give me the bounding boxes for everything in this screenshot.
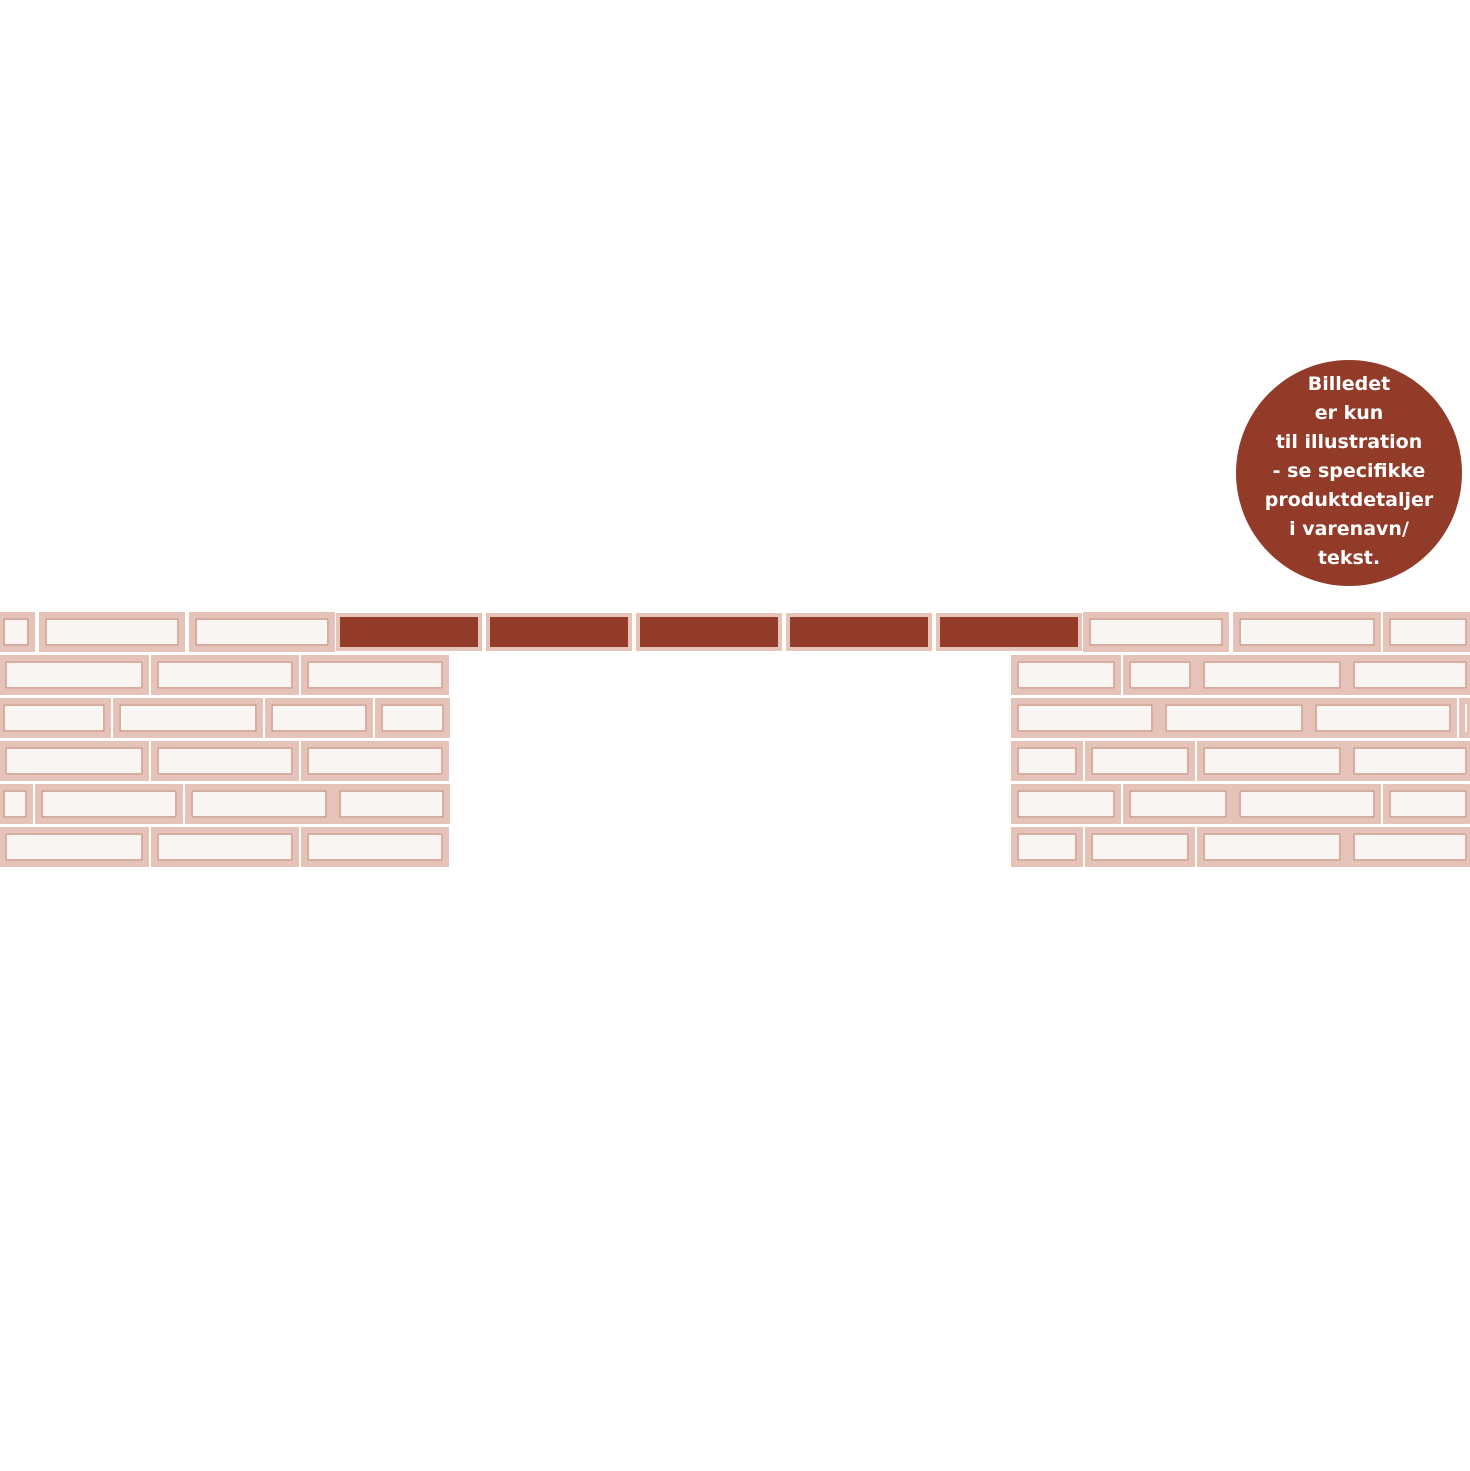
brick [0, 655, 149, 695]
brick [1011, 698, 1159, 738]
top-course-right [1083, 612, 1470, 652]
brick [301, 655, 449, 695]
brick [151, 655, 299, 695]
top-course-left [0, 612, 335, 652]
brick [1347, 827, 1470, 867]
brick [1123, 655, 1197, 695]
brick [1011, 784, 1121, 824]
brick [113, 698, 263, 738]
brick [189, 612, 335, 652]
notice-line: produktdetaljer [1264, 488, 1434, 511]
lintel-brick [336, 613, 482, 651]
brick [1197, 827, 1347, 867]
lintel-brick [636, 613, 782, 651]
brick [1383, 612, 1470, 652]
brick [1347, 655, 1470, 695]
brick [0, 612, 35, 652]
brick [1459, 698, 1470, 738]
brick [0, 827, 149, 867]
brick [39, 612, 185, 652]
brick [301, 827, 449, 867]
brick [1123, 784, 1233, 824]
notice-line: til illustration [1275, 430, 1423, 453]
brick [1383, 784, 1470, 824]
brick [151, 827, 299, 867]
brick [1197, 741, 1347, 781]
brick [1197, 655, 1347, 695]
illustration-notice-badge: Billedet er kun til illustration - se sp… [1236, 360, 1462, 586]
lintel-brick [786, 613, 932, 651]
brick [0, 698, 111, 738]
lintel-brick [936, 613, 1082, 651]
notice-line: i varenavn/ [1289, 517, 1409, 540]
brick [1085, 741, 1195, 781]
notice-line: - se specifikke [1272, 459, 1426, 482]
notice-line: tekst. [1317, 546, 1381, 569]
brick [35, 784, 183, 824]
notice-line: Billedet [1307, 372, 1391, 395]
brick [1011, 655, 1121, 695]
brick [151, 741, 299, 781]
right-wall-pier [1011, 655, 1470, 867]
brick [0, 784, 33, 824]
brick [1233, 612, 1381, 652]
illustration-notice-text: Billedet er kun til illustration - se sp… [1265, 370, 1434, 573]
brick [1309, 698, 1457, 738]
notice-line: er kun [1314, 401, 1384, 424]
brick [0, 741, 149, 781]
brick [265, 698, 373, 738]
brick [1159, 698, 1309, 738]
brick [1011, 827, 1083, 867]
lintel-brick [486, 613, 632, 651]
brick [1085, 827, 1195, 867]
brick [1233, 784, 1381, 824]
brick [333, 784, 450, 824]
brick [375, 698, 450, 738]
brick [301, 741, 449, 781]
brick [1347, 741, 1470, 781]
brick [1083, 612, 1229, 652]
brick [185, 784, 333, 824]
lintel [336, 613, 1082, 651]
left-wall-pier [0, 655, 450, 867]
brick [1011, 741, 1083, 781]
